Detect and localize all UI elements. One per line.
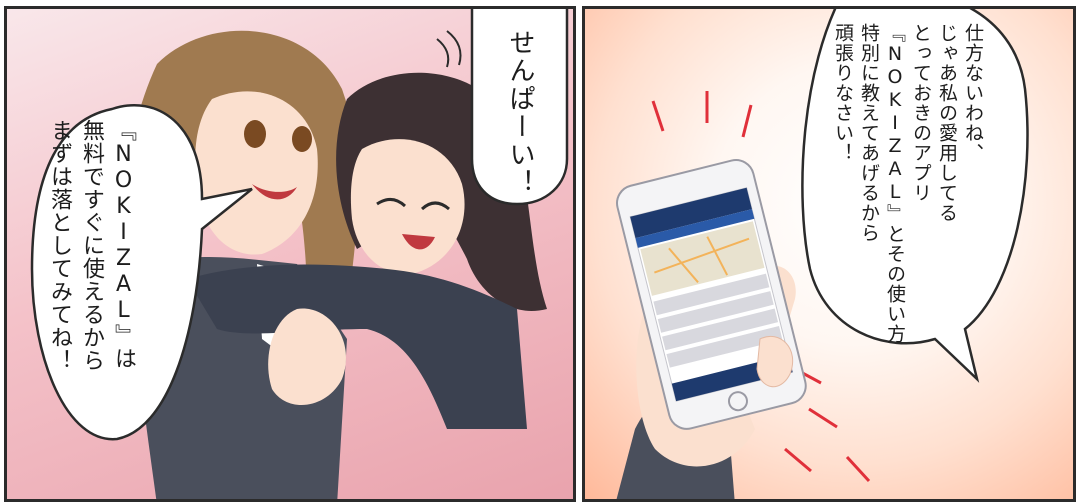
woman2-face — [350, 139, 465, 275]
motion-lines-2 — [446, 30, 462, 66]
speech-line-1: 『NOKIZAL』は — [111, 119, 136, 370]
speech-line-2: じゃあ私の愛用してる — [936, 23, 958, 223]
motion-lines — [436, 38, 450, 68]
woman1-mouth — [252, 184, 297, 200]
speech-line-1: 仕方ないわね、 — [962, 23, 984, 163]
speech-bubble-right — [801, 9, 1029, 383]
woman2-suit — [187, 264, 527, 429]
comic-panel-right: 仕方ないわね、 じゃあ私の愛用してる とっておきのアプリ 『NOKIZAL』とそ… — [582, 6, 1076, 502]
phone-home-button — [727, 391, 748, 412]
phone-list-rows — [653, 273, 783, 368]
woman2-eye-left — [376, 198, 407, 208]
speech-line-5: 特別に教えてあげるから — [858, 23, 880, 243]
speech-line-4: 『NOKIZAL』とその使い方 — [884, 23, 906, 344]
phone-map — [640, 221, 765, 296]
panel-right-artwork — [616, 9, 1029, 499]
woman2-eye-right — [420, 201, 450, 211]
woman2-mouth — [402, 234, 435, 250]
phone-app-tabs — [635, 209, 755, 248]
phone-app-header — [630, 187, 752, 239]
woman1-eye-right — [292, 126, 312, 152]
speech-line-3: とっておきのアプリ — [910, 23, 932, 203]
woman1-eye-left — [244, 120, 266, 148]
speech-bubble-left — [30, 104, 253, 441]
speech-bubble-top — [470, 9, 569, 206]
phone-map-roads — [654, 236, 750, 283]
speech-line-3: まずは落としてみてね！ — [47, 119, 72, 372]
comic-panel-left: せんぱーい！ 『NOKIZAL』は 無料ですぐに使えるから まずは落としてみてね… — [4, 6, 576, 502]
woman2-hand — [268, 308, 346, 406]
speech-text-nokizal-free: 『NOKIZAL』は 無料ですぐに使えるから まずは落としてみてね！ — [43, 119, 139, 372]
woman1-face — [195, 91, 318, 255]
speech-line-2: 無料ですぐに使えるから — [79, 119, 104, 372]
speech-text-senpai: せんぱーい！ — [505, 29, 535, 197]
speech-text-nokizal-howto: 仕方ないわね、 じゃあ私の愛用してる とっておきのアプリ 『NOKIZAL』とそ… — [830, 23, 986, 344]
speech-line-6: 頑張りなさい！ — [832, 23, 854, 163]
panel-left-artwork — [30, 9, 569, 499]
finger — [756, 336, 794, 387]
